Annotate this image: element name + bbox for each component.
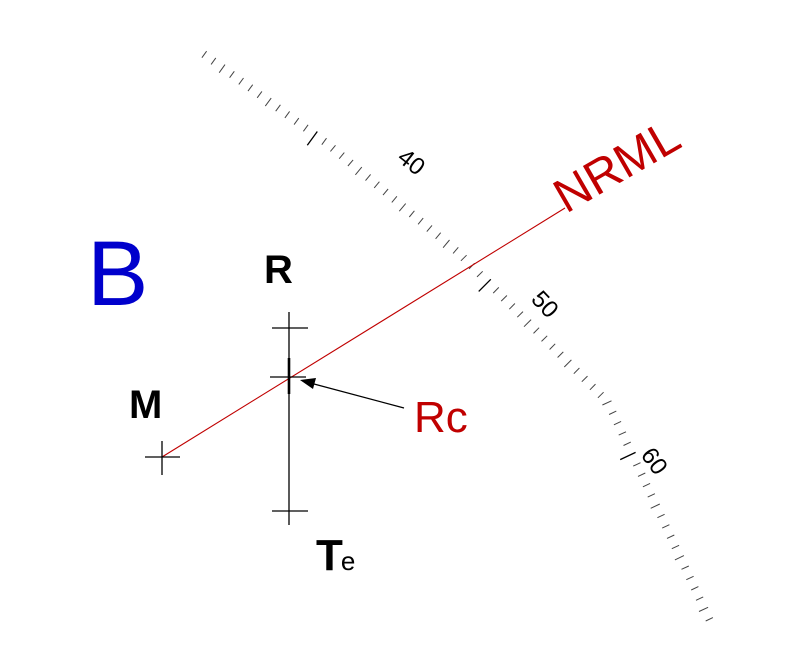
scale-minor-tick: [647, 493, 656, 498]
scale-minor-tick: [256, 91, 263, 99]
scale-minor-tick: [426, 225, 433, 232]
scale-minor-tick: [516, 311, 524, 318]
scale-minor-tick: [549, 343, 556, 350]
scale-minor-tick: [573, 367, 580, 375]
scale-minor-tick: [674, 555, 685, 561]
scale-minor-tick: [238, 77, 244, 85]
scale-minor-tick: [218, 64, 226, 73]
scale-minor-tick: [541, 335, 548, 342]
scale-minor-tick: [391, 195, 398, 203]
label-m: M: [129, 383, 162, 427]
label-r: R: [264, 248, 293, 292]
scale-minor-tick: [589, 383, 596, 391]
scale-minor-tick: [698, 606, 709, 612]
scale-minor-tick: [442, 239, 450, 249]
scale-minor-tick: [613, 420, 622, 426]
scale-minor-tick: [690, 586, 699, 591]
panel-letter: B: [87, 223, 148, 325]
rc-arrow-head: [300, 378, 316, 389]
scale-minor-tick: [695, 596, 704, 601]
scale-minor-tick: [284, 111, 291, 119]
nrml-line: [161, 207, 566, 458]
label-te: Te: [316, 531, 355, 580]
scale-minor-tick: [508, 303, 516, 310]
scale-minor-tick: [557, 351, 564, 358]
scale-minor-tick: [293, 117, 300, 125]
scale-minor-tick: [229, 71, 235, 78]
scale-label-60: 60: [635, 443, 673, 480]
scale-minor-tick: [355, 166, 363, 176]
scale-minor-tick: [321, 137, 327, 145]
scale-major-tick: [619, 451, 636, 461]
scale-minor-tick: [581, 375, 588, 383]
label-te-main: T: [316, 531, 343, 580]
scale-major-tick: [478, 278, 492, 292]
scale-minor-tick: [650, 503, 661, 509]
rc-arrow-line: [313, 383, 405, 409]
scale-minor-tick: [247, 84, 254, 92]
label-rc: Rc: [414, 393, 468, 442]
scale-minor-tick: [417, 217, 424, 225]
scale-label-50: 50: [526, 286, 564, 324]
scale-minor-tick: [602, 400, 612, 406]
scale-minor-tick: [681, 565, 690, 570]
scale-minor-tick: [452, 246, 459, 254]
scale-minor-tick: [637, 472, 646, 477]
scale-minor-tick: [302, 124, 309, 132]
scale-minor-tick: [686, 575, 694, 581]
scale-minor-tick: [338, 152, 345, 160]
scale-minor-tick: [373, 181, 380, 189]
scale-minor-tick: [671, 544, 680, 550]
scale-minor-tick: [666, 534, 675, 539]
scale-minor-tick: [347, 159, 354, 167]
scale-minor-tick: [563, 359, 572, 368]
scale-minor-tick: [500, 295, 508, 302]
scale-minor-tick: [210, 57, 217, 65]
scale-minor-tick: [435, 232, 442, 240]
label-nrml: NRML: [545, 110, 689, 224]
scale-minor-tick: [330, 144, 336, 152]
scale-minor-tick: [657, 513, 665, 519]
scale-minor-tick: [365, 174, 371, 181]
scale-minor-tick: [632, 462, 641, 467]
scale-minor-tick: [408, 210, 415, 218]
scale-minor-tick: [476, 270, 484, 278]
scale-minor-tick: [608, 410, 617, 415]
scale-label-40: 40: [392, 143, 430, 181]
scale-minor-tick: [523, 319, 532, 328]
scale-minor-tick: [492, 287, 500, 294]
scale-minor-tick: [398, 203, 407, 212]
scale-minor-tick: [533, 327, 540, 334]
scale-minor-tick: [642, 482, 651, 488]
scale-minor-tick: [618, 431, 627, 436]
scale-minor-tick: [661, 524, 670, 529]
scale-minor-tick: [201, 50, 208, 58]
label-te-sub: e: [341, 546, 355, 576]
scale-minor-tick: [264, 97, 272, 107]
scale-ticks: [201, 50, 714, 622]
scale-minor-tick: [705, 617, 714, 622]
scale-minor-tick: [275, 104, 281, 112]
scale-minor-tick: [460, 254, 467, 262]
scale-minor-tick: [597, 391, 604, 399]
scale-major-tick: [306, 131, 318, 146]
scale-minor-tick: [623, 441, 632, 446]
scale-minor-tick: [382, 188, 389, 196]
